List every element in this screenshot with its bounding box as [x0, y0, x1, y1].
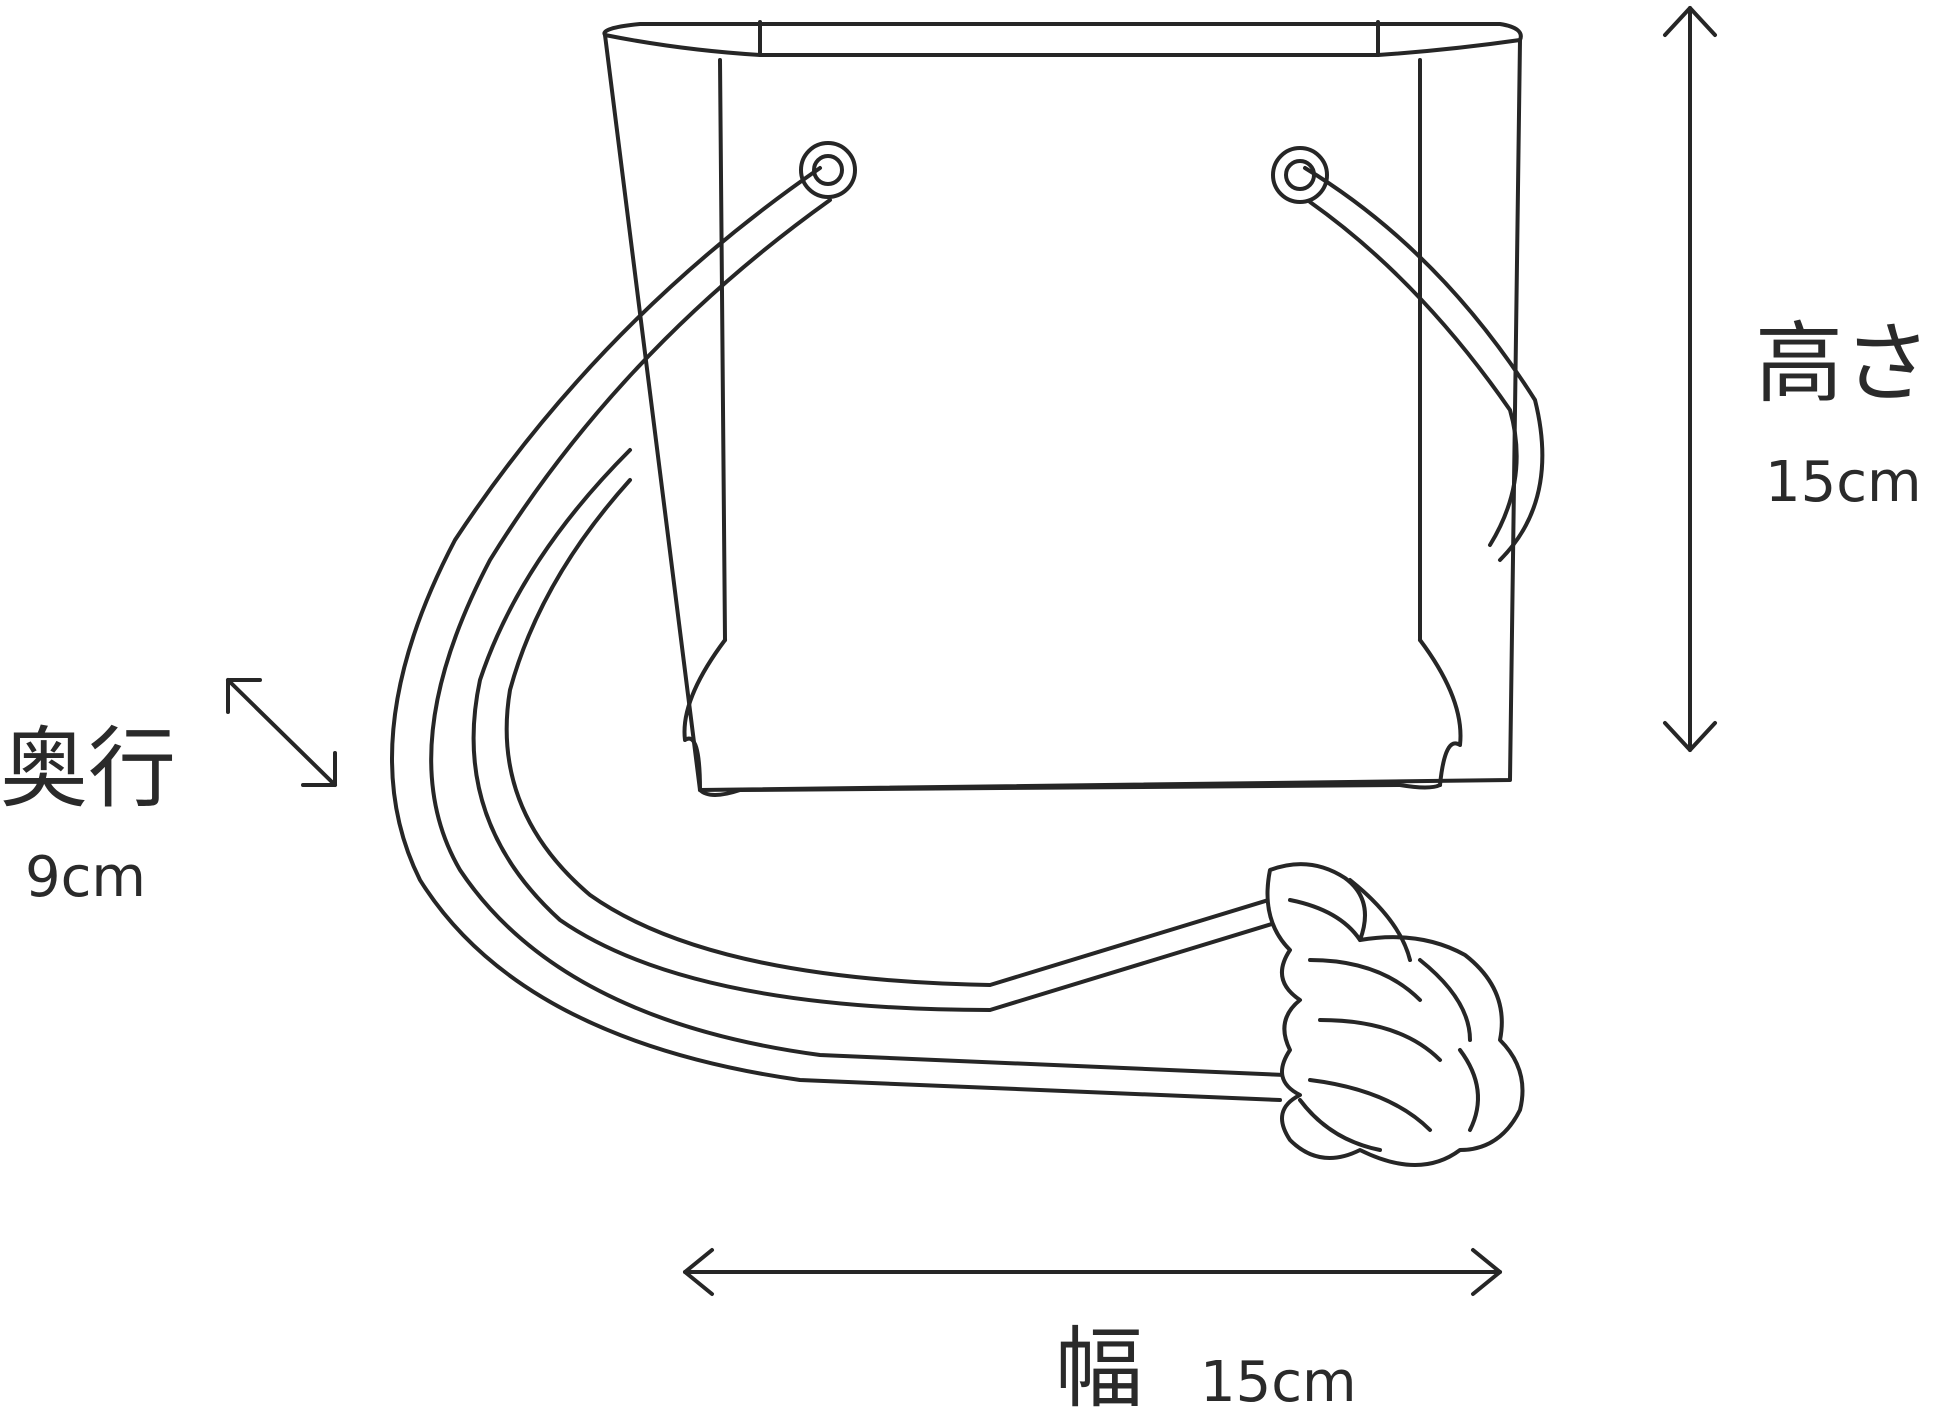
braided-knot	[1265, 862, 1525, 1167]
depth-value: 9cm	[25, 845, 146, 910]
width-value: 15cm	[1200, 1350, 1357, 1415]
height-label: 高さ	[1755, 312, 1932, 415]
height-value: 15cm	[1765, 450, 1922, 515]
depth-arrow	[226, 678, 337, 787]
width-label: 幅	[1055, 1317, 1144, 1420]
width-arrow	[683, 1248, 1502, 1296]
drawstring-cords	[390, 166, 1287, 1102]
grommet-left	[799, 141, 857, 199]
right-handle-cord	[1303, 166, 1545, 562]
bag-body	[602, 20, 1523, 797]
depth-label: 奥行	[0, 717, 177, 820]
height-arrow	[1663, 6, 1717, 752]
